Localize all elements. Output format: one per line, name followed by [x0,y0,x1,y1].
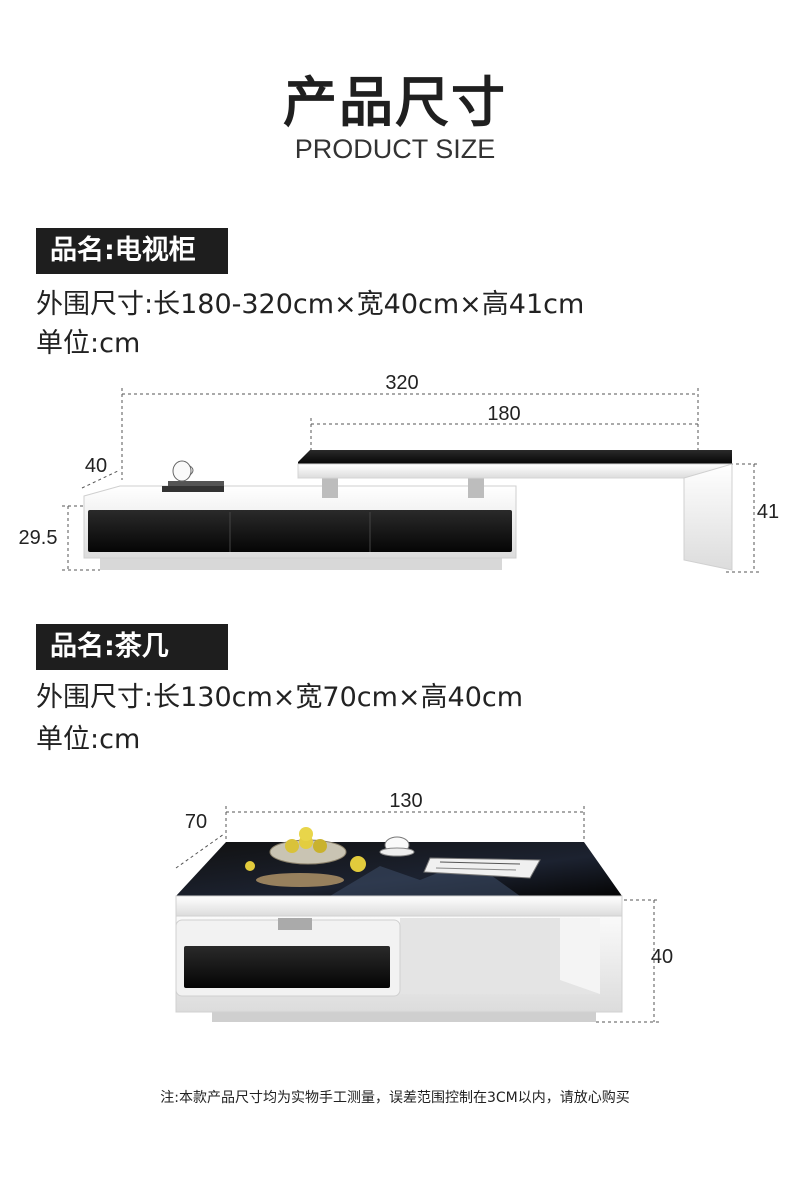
tv-top-glass [298,450,732,464]
tv-top-panel [297,463,733,479]
product-name-coffee-table: 品名:茶几 [36,624,228,670]
table-dim-length: 130 [389,790,422,812]
table-drawer-front [184,946,390,988]
product-dimensions-tv-cabinet: 外围尺寸:长180-320cm×宽40cm×高41cm [36,289,585,320]
page-title: 产品尺寸 [283,71,507,134]
product-name-tv-cabinet: 品名:电视柜 [36,228,228,274]
product-dimensions-coffee-table: 外围尺寸:长130cm×宽70cm×高40cm [36,682,524,713]
measurement-note: 注:本款产品尺寸均为实物手工测量，误差范围控制在3CM以内，请放心购买 [160,1090,630,1106]
wooden-tray-icon [256,873,344,887]
tv-dim-height: 41 [757,501,779,523]
tv-dimension-lines [62,388,760,573]
lemon-icon [350,856,366,872]
tv-dim-base-height: 29.5 [19,527,58,549]
table-dimension-lines [175,806,660,1023]
product-unit-tv-cabinet: 单位:cm [36,328,141,359]
tv-decor-books [162,486,224,492]
product-unit-coffee-table: 单位:cm [36,724,141,755]
table-dim-height: 40 [651,946,673,968]
tv-dim-depth: 40 [85,455,107,477]
tv-base-plinth [100,558,502,570]
tv-side-leg [683,463,733,571]
tv-dim-total-length: 320 [385,372,418,394]
table-plinth [212,1012,596,1022]
magazine-icon [423,857,541,879]
tv-dim-top-length: 180 [487,403,520,425]
table-dim-depth: 70 [185,811,207,833]
tv-base-drawers [88,510,512,552]
mug-icon [172,460,192,482]
table-top-edge [175,895,623,917]
page-subtitle: PRODUCT SIZE [294,134,496,164]
